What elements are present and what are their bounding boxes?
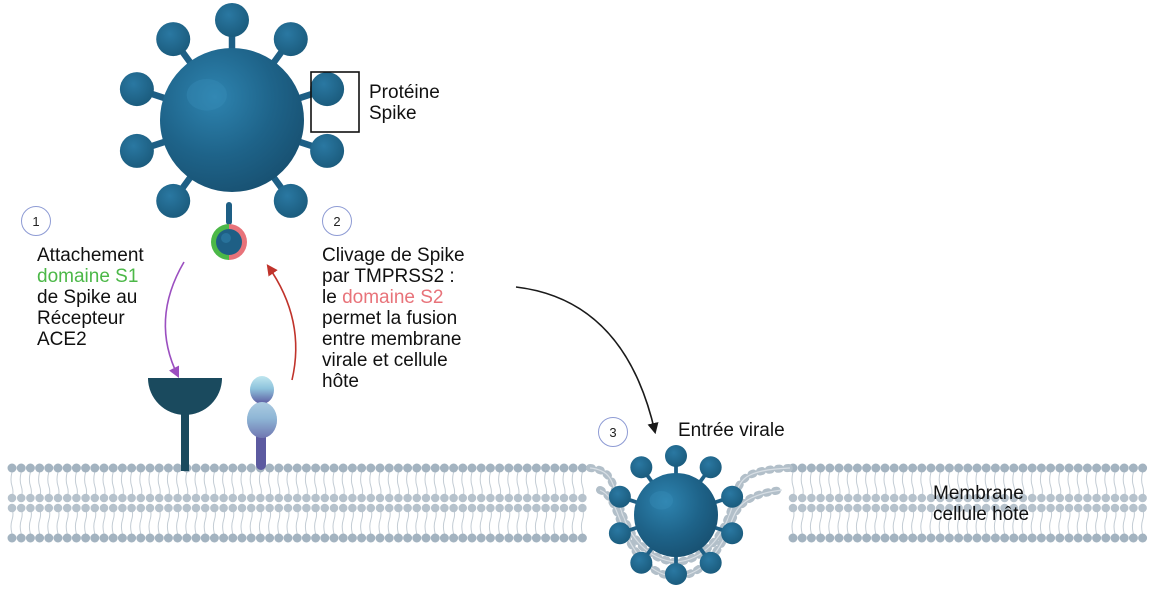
- arrow-attachment: [164, 261, 185, 379]
- spike-highlight-box: [310, 71, 360, 133]
- arrow-cleavage: [266, 264, 297, 381]
- virus-particle: [119, 3, 345, 218]
- step-2-prefix: le: [322, 287, 343, 308]
- ace2-receptor: [148, 369, 222, 471]
- step-2-badge: 2: [322, 206, 352, 236]
- step-2-text: Clivage de Spike par TMPRSS2 : le domain…: [322, 245, 465, 392]
- spike-s1-s2-domain: [211, 202, 247, 260]
- spike-protein-label: Protéine Spike: [369, 82, 440, 124]
- step-3-text: Entrée virale: [678, 420, 785, 441]
- s2-domain-highlight: domaine S2: [342, 287, 444, 308]
- step-1-text: Attachement domaine S1 de Spike au Récep…: [37, 245, 144, 350]
- entering-virus-particle: [608, 445, 744, 585]
- arrow-viral-entry: [515, 286, 659, 435]
- tmprss2-protease: [247, 376, 277, 470]
- membrane-label: Membrane cellule hôte: [933, 483, 1030, 525]
- step-1-badge: 1: [21, 206, 51, 236]
- step-3-badge: 3: [598, 417, 628, 447]
